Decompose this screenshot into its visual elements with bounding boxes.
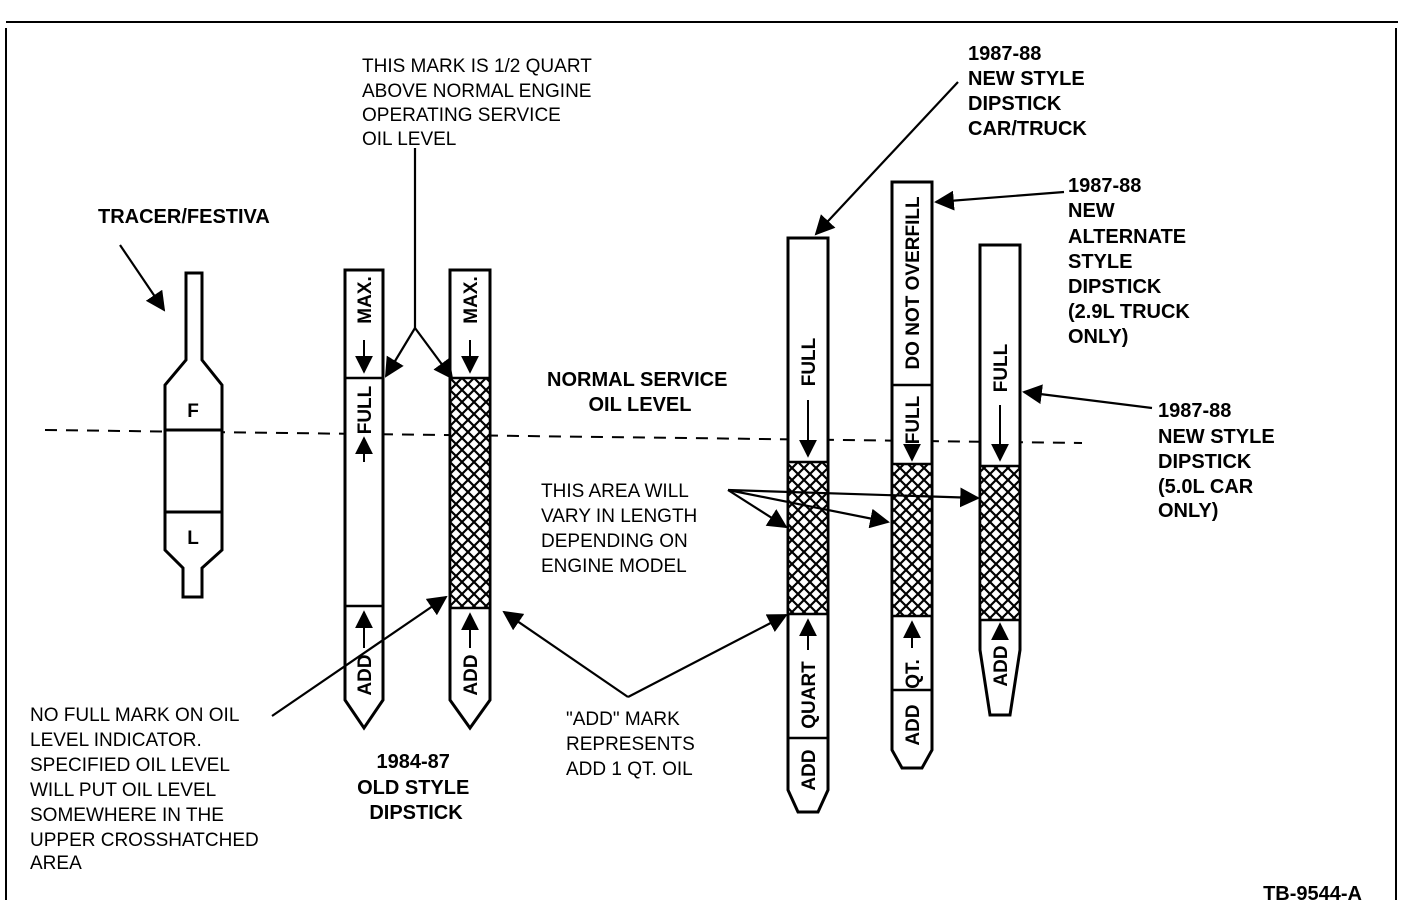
old-style-label: 1984-87 OLD STYLE DIPSTICK	[357, 751, 475, 824]
stick4-add-label: ADD	[903, 704, 924, 745]
normal-service-level-label: NORMAL SERVICE OIL LEVEL	[547, 369, 733, 416]
new-style-5l-label: 1987-88 NEW STYLE DIPSTICK (5.0L CAR ONL…	[1158, 400, 1280, 522]
tracer-indicator	[163, 271, 224, 599]
stick2-add-label: ADD	[461, 654, 482, 695]
stick4-overfill-label: DO NOT OVERFILL	[903, 196, 924, 370]
alternate-style-label: 1987-88 NEW ALTERNATE STYLE DIPSTICK (2.…	[1068, 175, 1195, 348]
add-mark-note: "ADD" MARK REPRESENTS ADD 1 QT. OIL	[566, 709, 700, 780]
stick2-max-label: MAX.	[461, 276, 482, 324]
new-style-car-truck-label: 1987-88 NEW STYLE DIPSTICK CAR/TRUCK	[968, 43, 1090, 140]
stick1-add-label: ADD	[355, 654, 376, 695]
stick5-full-label: FULL	[991, 343, 1012, 392]
frame	[5, 21, 1398, 900]
stick4-full-label: FULL	[903, 395, 924, 444]
stick3-full-label: FULL	[799, 337, 820, 386]
old-style-stick-2	[448, 268, 492, 731]
new-style-car-truck-stick	[786, 236, 830, 814]
stick3-add-label: ADD	[799, 749, 820, 790]
indicator-low-mark: L	[187, 528, 199, 549]
tracer-festiva-label: TRACER/FESTIVA	[98, 206, 270, 228]
stick1-max-label: MAX.	[355, 276, 376, 324]
figure-id: TB-9544-A	[1263, 883, 1362, 905]
stick5-add-label: ADD	[991, 645, 1012, 686]
old-style-stick-1	[343, 268, 385, 731]
stick4-qt-label: QT.	[903, 659, 924, 689]
leader-lines	[119, 81, 1153, 717]
new-style-5l-stick	[978, 243, 1022, 717]
stick1-full-label: FULL	[355, 385, 376, 434]
stick3-quart-label: QUART	[799, 661, 820, 729]
no-full-mark-note: NO FULL MARK ON OIL LEVEL INDICATOR. SPE…	[30, 705, 264, 874]
alternate-style-stick	[890, 180, 934, 770]
indicator-full-mark: F	[187, 401, 199, 422]
half-quart-note: THIS MARK IS 1/2 QUART ABOVE NORMAL ENGI…	[362, 56, 597, 150]
area-vary-note: THIS AREA WILL VARY IN LENGTH DEPENDING …	[541, 481, 703, 577]
